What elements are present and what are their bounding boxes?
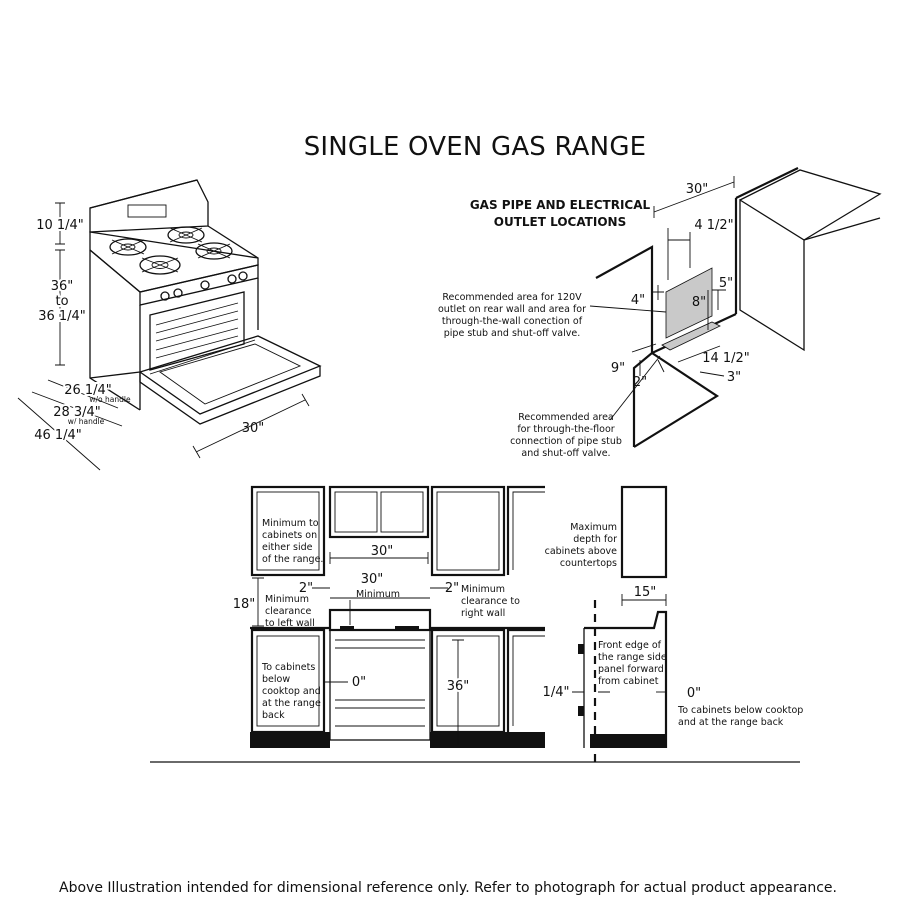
footer-disclaimer: Above Illustration intended for dimensio…: [59, 880, 837, 896]
note-line: from cabinet: [598, 676, 659, 687]
note-line: clearance to: [461, 596, 520, 607]
note-line: To cabinets: [261, 662, 315, 673]
dim-height-top: 36": [51, 279, 74, 294]
dim-0-front: 0": [352, 675, 366, 690]
note-line: cabinets above: [545, 546, 618, 557]
dim-height-to: to: [55, 294, 68, 309]
note-front-edge: Front edge of the range side panel forwa…: [598, 640, 667, 687]
note-line: countertops: [560, 558, 617, 569]
note-line: and at the range back: [678, 717, 784, 728]
dim-0-side: 0": [687, 686, 701, 701]
dim-depth-no-handle-note: w/o handle: [89, 395, 131, 404]
note-floor-outlet: Recommended area for through-the-floor c…: [510, 412, 622, 459]
outlet-area-rear-wall: [665, 267, 713, 339]
gas-dim-5: 5": [719, 276, 733, 291]
note-max-depth: Maximum depth for cabinets above counter…: [545, 522, 618, 569]
note-line: Front edge of: [598, 640, 662, 651]
note-line: back: [262, 710, 285, 721]
gas-dim-4: 4": [631, 293, 645, 308]
note-line: clearance: [265, 606, 312, 617]
gas-dim-14-1-2: 14 1/2": [702, 351, 750, 366]
note-wall-line: through-the-wall conection of: [442, 316, 583, 327]
note-floor-line: Recommended area: [518, 412, 614, 423]
dim-width: 30": [242, 421, 265, 436]
dim-30-min: 30": [361, 572, 384, 587]
dim-quarter: 1/4": [543, 685, 570, 700]
note-line: panel forward: [598, 664, 664, 675]
range-perspective-view: [17, 179, 322, 471]
note-below-cooktop: To cabinets below cooktop and at the ran…: [261, 662, 321, 721]
front-installation-view: [150, 485, 800, 763]
note-line: of the range.: [262, 554, 323, 565]
dim-depth-no-handle: 26 1/4": [64, 383, 112, 398]
dim-2-right: 2": [445, 581, 459, 596]
note-floor-line: for through-the-floor: [517, 424, 614, 435]
dim-height-bottom: 36 1/4": [38, 309, 86, 324]
note-line: Minimum: [461, 584, 505, 595]
note-wall-line: Recommended area for 120V: [442, 292, 582, 303]
note-line: depth for: [573, 534, 617, 545]
dim-36: 36": [447, 679, 470, 694]
dim-depth-handle-note: w/ handle: [68, 417, 105, 426]
note-wall-outlet: Recommended area for 120V outlet on rear…: [438, 292, 586, 339]
dim-15: 15": [634, 585, 657, 600]
gas-dim-9: 9": [611, 361, 625, 376]
note-line: to left wall: [265, 618, 315, 629]
note-left-wall: Minimum clearance to left wall: [265, 594, 315, 629]
note-below-side: To cabinets below cooktop and at the ran…: [677, 705, 803, 728]
note-line: either side: [262, 542, 313, 553]
note-line: Maximum: [570, 522, 617, 533]
page-title: SINGLE OVEN GAS RANGE: [304, 132, 647, 162]
dim-2-left: 2": [299, 581, 313, 596]
note-floor-line: connection of pipe stub: [510, 436, 622, 447]
note-wall-line: outlet on rear wall and area for: [438, 304, 586, 315]
note-line: below: [262, 674, 290, 685]
gas-dim-8: 8": [692, 295, 706, 310]
dim-30-min-note: Minimum: [356, 589, 400, 600]
note-line: the range side: [598, 652, 667, 663]
note-wall-line: pipe stub and shut-off valve.: [444, 328, 580, 339]
note-line: To cabinets below cooktop: [677, 705, 803, 716]
gas-pipe-heading-1: GAS PIPE AND ELECTRICAL: [470, 198, 651, 212]
note-line: cooktop and: [262, 686, 321, 697]
gas-pipe-heading-2: OUTLET LOCATIONS: [494, 215, 626, 229]
note-line: right wall: [461, 608, 505, 619]
note-line: Minimum to: [262, 518, 319, 529]
gas-pipe-location-view: [589, 167, 882, 448]
note-line: at the range: [262, 698, 321, 709]
note-floor-line: and shut-off valve.: [521, 448, 610, 459]
note-min-cabinets: Minimum to cabinets on either side of th…: [262, 518, 323, 565]
gas-dim-offset: 4 1/2": [694, 218, 733, 233]
note-line: Minimum: [265, 594, 309, 605]
gas-dim-3: 3": [727, 370, 741, 385]
gas-dim-width: 30": [686, 182, 709, 197]
note-line: cabinets on: [262, 530, 317, 541]
dim-depth-door-open: 46 1/4": [34, 428, 82, 443]
dim-backguard: 10 1/4": [36, 218, 84, 233]
dim-depth-handle: 28 3/4": [53, 405, 101, 420]
side-installation-view: [572, 485, 668, 765]
dim-cabinet-gap: 30": [371, 544, 394, 559]
outlet-area-floor: [661, 321, 721, 351]
dim-18: 18": [233, 597, 256, 612]
gas-dim-2: 2": [633, 375, 647, 390]
note-right-wall: Minimum clearance to right wall: [461, 584, 520, 619]
